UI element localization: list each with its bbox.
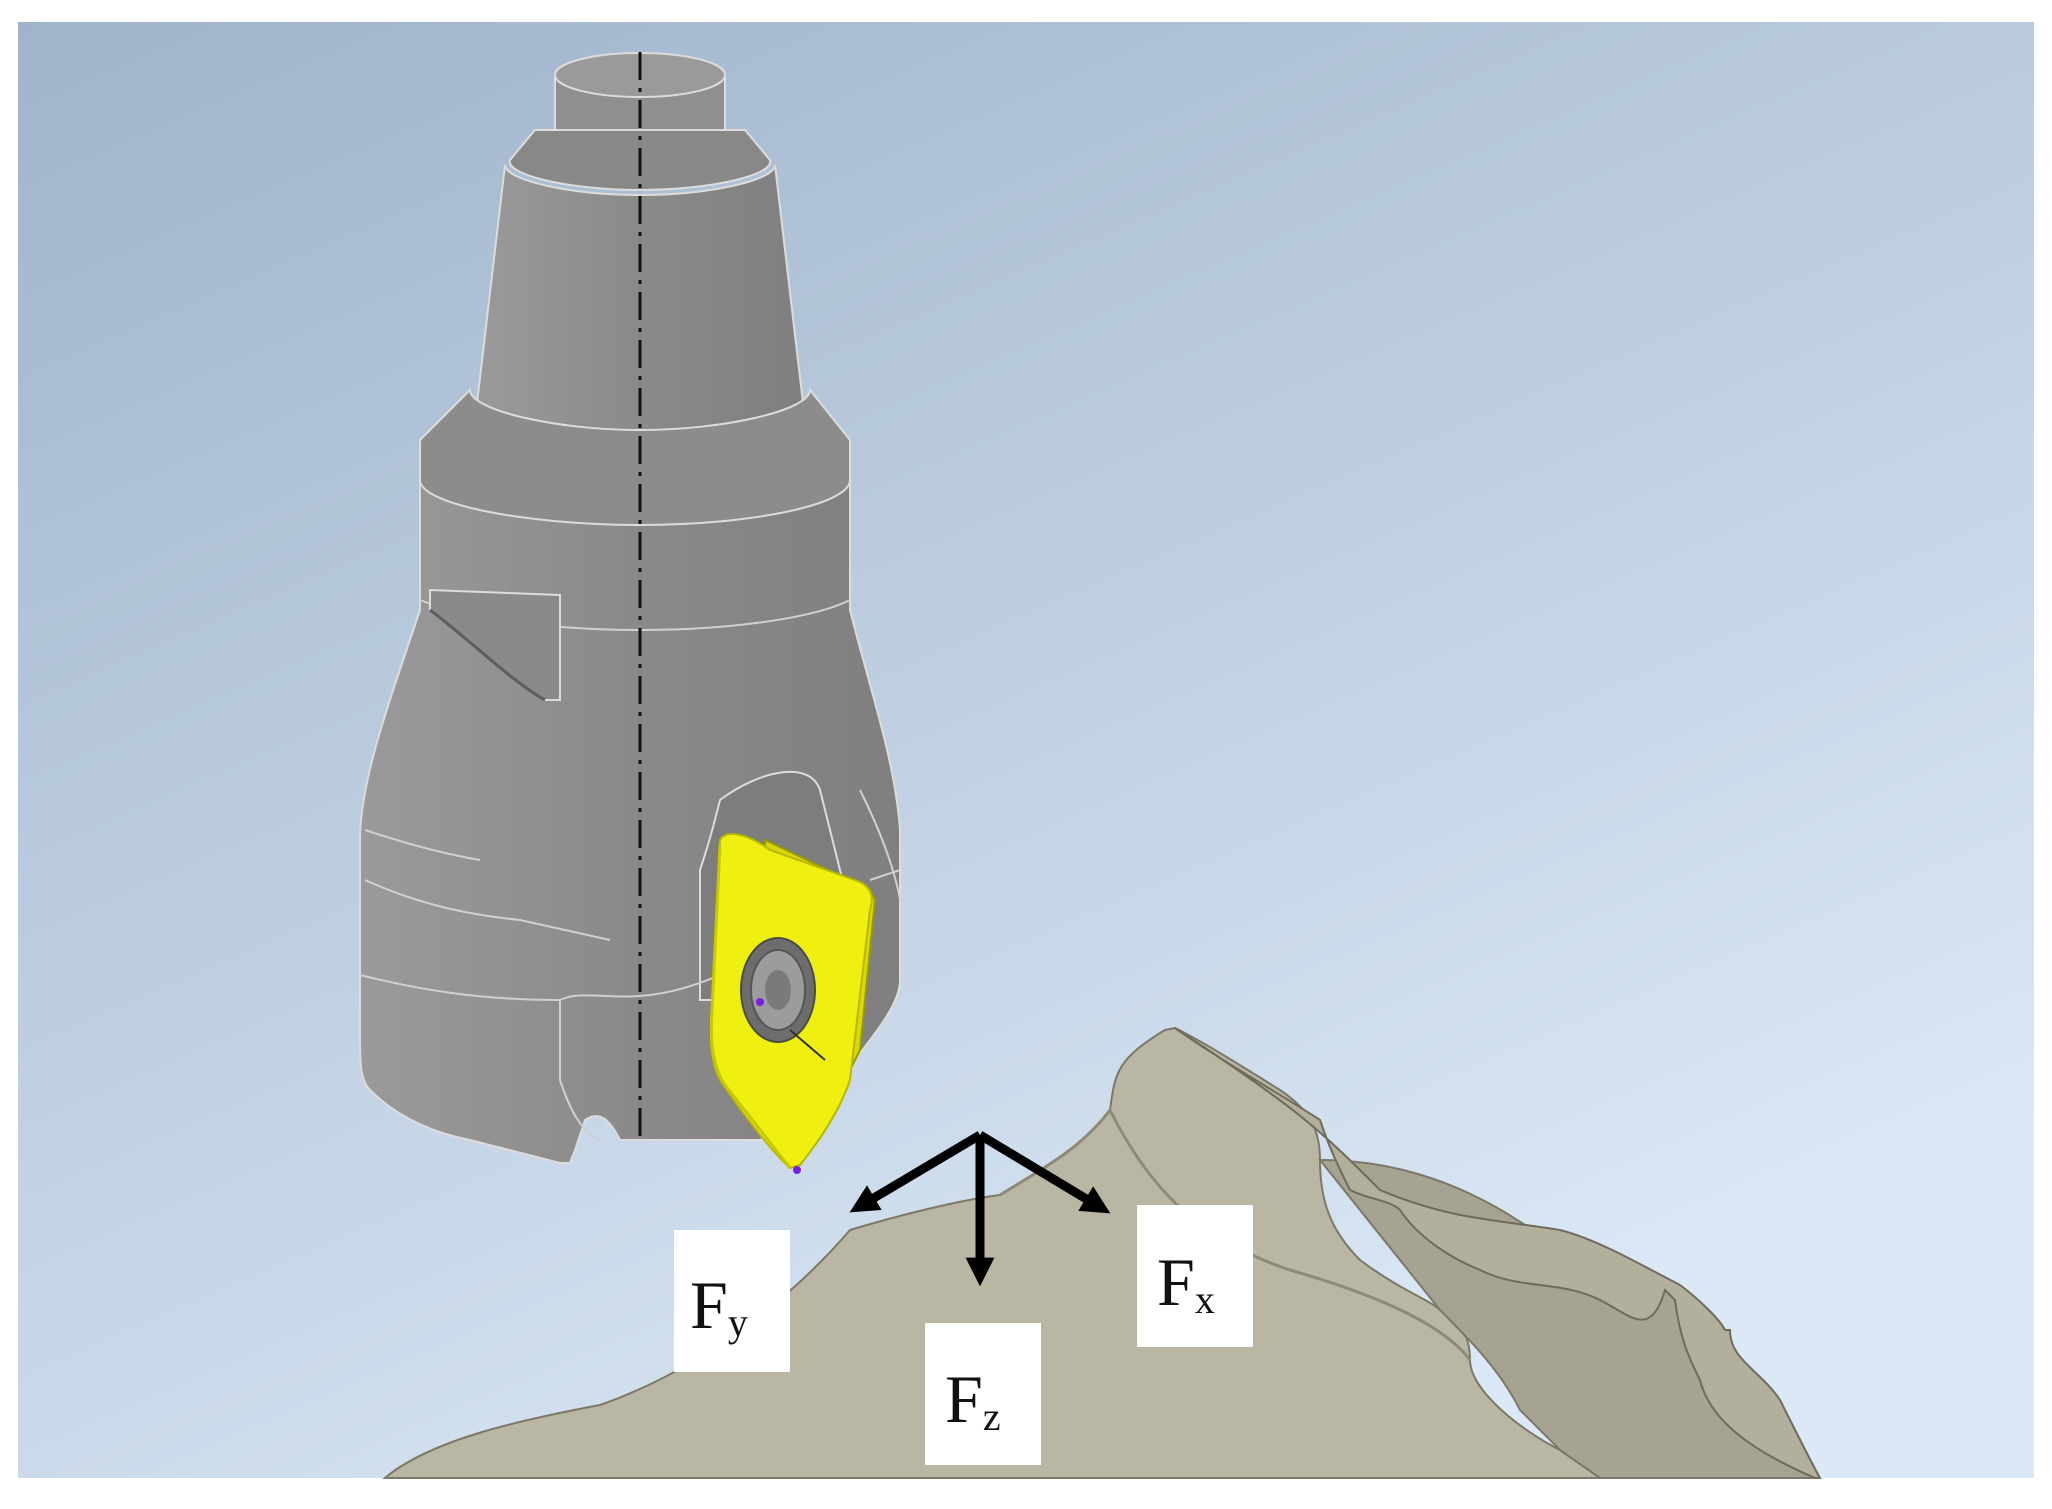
force-subscript: z	[983, 1394, 1001, 1439]
cutter-body-line-6	[869, 869, 901, 881]
force-label-box	[1137, 1205, 1253, 1347]
insert-cutting-edge	[709, 844, 792, 1169]
force-arrow-fx	[977, 1131, 1111, 1214]
force-arrow-fy	[849, 1131, 983, 1213]
force-subscript: y	[728, 1300, 748, 1345]
force-subscript: x	[1195, 1277, 1215, 1322]
workpiece-right-face	[1174, 1027, 1822, 1479]
carbide-insert	[709, 833, 877, 1174]
cutter-body-line-3	[364, 879, 611, 941]
force-label-box	[925, 1323, 1041, 1465]
insert-screw-tether	[789, 1029, 826, 1061]
force-arrows	[849, 1131, 1111, 1287]
insert-tip-point	[793, 1166, 801, 1174]
force-symbol: F	[1157, 1244, 1195, 1320]
cutter-body-line-2	[364, 829, 481, 861]
cutter-gullet-edge	[559, 959, 756, 1141]
force-symbol: F	[945, 1361, 983, 1437]
force-symbol: F	[690, 1267, 728, 1343]
force-label-fx: Fx	[1137, 1205, 1253, 1347]
force-label-text: Fx	[1157, 1244, 1215, 1322]
insert-reference-point	[756, 998, 764, 1006]
force-label-text: Fz	[945, 1361, 1001, 1439]
cutter-wrench-flat-edge	[429, 608, 546, 702]
cutter-body-line-4	[359, 974, 561, 1001]
force-label-fy: Fy	[674, 1230, 790, 1372]
force-label-text: Fy	[690, 1267, 748, 1345]
insert-screw-socket	[765, 970, 791, 1010]
force-label-fz: Fz	[925, 1323, 1041, 1465]
cutter-body-line-5	[859, 789, 901, 901]
force-label-box	[674, 1230, 790, 1372]
